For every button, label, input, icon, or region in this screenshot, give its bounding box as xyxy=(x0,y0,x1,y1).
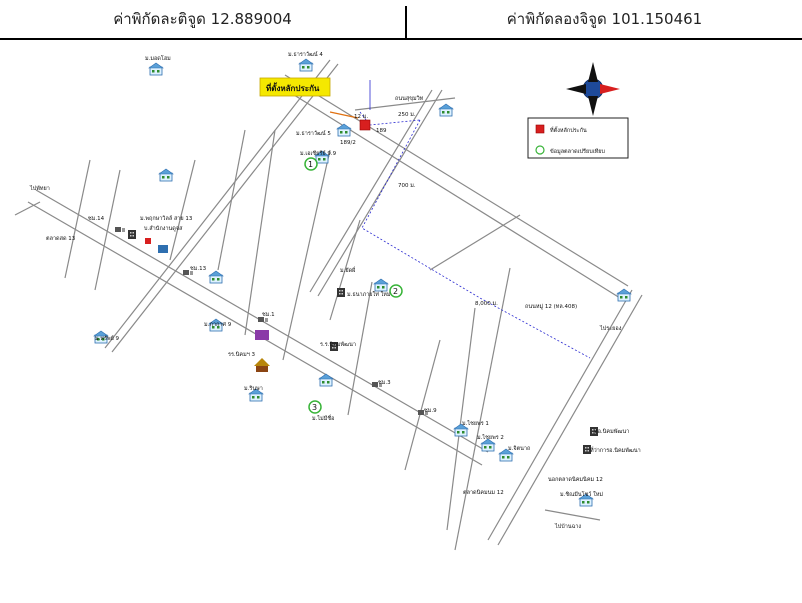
place-label: ม.ชิณมีนโชว์ ใหม่ xyxy=(560,490,603,498)
collateral-location[interactable]: 189 189/2 xyxy=(340,119,387,146)
place-label: ชม.3 xyxy=(378,379,391,386)
temple-icon xyxy=(254,358,270,366)
place-label: ม.ภากาศ 9 xyxy=(204,321,232,328)
place-label: ไปบ้านฉาง xyxy=(554,523,581,530)
place-label: ม.ไม่มีชื่อ xyxy=(312,414,334,422)
school-icon xyxy=(128,230,136,239)
distance-label-12: 12 ม. xyxy=(354,114,368,120)
house-icon xyxy=(318,373,334,387)
place-label: ม.มอดโฮม xyxy=(145,54,171,62)
distance-lines: 250 ม. 700 ม. 8,000 ม. 12 ม. xyxy=(329,80,591,359)
place-label: ถนนสุขุมวิท xyxy=(395,95,424,102)
place-label: ม.ทรัพย์ 9 xyxy=(95,335,120,342)
house-icon xyxy=(336,123,352,137)
place-label: ม.ไชยพร 2 xyxy=(477,434,504,441)
gas-station-icon xyxy=(115,227,125,232)
place-label: ชม.1 xyxy=(262,311,275,318)
distance-label-8000: 8,000 ม. xyxy=(475,301,498,307)
coordinates-header: ค่าพิกัดละติจูด 12.889004 ค่าพิกัดลองจิจ… xyxy=(0,0,802,40)
place-label: ม.เอเชียรีย์ 9.9 xyxy=(300,150,337,157)
place-label: ม.จิตนาถ xyxy=(508,445,530,452)
house-icon xyxy=(158,168,174,182)
place-label: ม.ธาราวัฒน์ 4 xyxy=(288,51,323,58)
landmark-icons xyxy=(115,227,598,454)
legend-comparison-swatch xyxy=(535,145,545,155)
callout-label: ที่ตั้งหลักประกัน xyxy=(266,82,320,93)
legend-collateral-swatch xyxy=(535,124,545,134)
plot-189-label: 189 xyxy=(376,128,387,134)
latitude-label: ค่าพิกัดละติจูด 12.889004 xyxy=(113,10,292,28)
place-label: ม.รินษา xyxy=(244,385,263,392)
marker-3-label: 3 xyxy=(312,403,317,412)
place-label: นอกตลาดนิคมนิคม 12 xyxy=(548,476,603,483)
house-icon xyxy=(373,278,389,292)
comparison-marker-1 xyxy=(304,157,318,171)
house-icon xyxy=(438,103,454,117)
legend: ที่ตั้งหลักประกัน ข้อมูลตลาดเปรียบเทียบ xyxy=(527,117,629,159)
place-label: ชม.13 xyxy=(190,265,207,272)
marker-2-label: 2 xyxy=(393,287,398,296)
place-label: ตลาดสด 13 xyxy=(46,235,76,242)
place-label: ม.ยัดผี่ xyxy=(340,266,355,274)
place-label: ซม.9 xyxy=(424,407,437,414)
collateral-callout[interactable]: ที่ตั้งหลักประกัน xyxy=(259,77,331,97)
school-icon xyxy=(337,288,345,297)
place-label: รร.นิคมฯ 3 xyxy=(228,351,256,358)
place-label: ม.ไชยพร 1 xyxy=(462,420,489,427)
place-label: ไปพัทยา xyxy=(29,185,50,192)
marker-1-label: 1 xyxy=(308,160,313,169)
house-icon xyxy=(616,288,632,302)
legend-comparison-label: ข้อมูลตลาดเปรียบเทียบ xyxy=(550,148,605,155)
place-label: ไประยอง xyxy=(599,325,622,332)
place-label: ซม.14 xyxy=(88,215,105,222)
place-label: ม.ธนาภายใท่ ใหม่ xyxy=(347,291,391,298)
house-icon xyxy=(148,62,164,76)
distance-label-700: 700 ม. xyxy=(398,183,416,189)
longitude-label: ค่าพิกัดลองจิจูด 101.150461 xyxy=(506,10,703,28)
place-labels: ม.ธาราวัฒน์ 4 ม.ธาราวัฒน์ 5 ม.เอเชียรีย์… xyxy=(29,51,641,530)
flag-icon xyxy=(158,245,168,253)
place-label: ร.ร.นิคมพัฒนา xyxy=(320,341,356,348)
place-label: หอ.นิคมพัฒนา xyxy=(594,428,629,435)
legend-collateral-label: ที่ตั้งหลักประกัน xyxy=(550,126,587,134)
road-network xyxy=(14,59,643,551)
house-icon xyxy=(208,270,224,284)
comparison-markers[interactable]: 1 2 3 xyxy=(304,157,403,414)
distance-label-250: 250 ม. xyxy=(398,112,416,118)
plot-189-2-label: 189/2 xyxy=(340,140,356,146)
comparison-marker-2 xyxy=(389,284,403,298)
place-label: ถนนหมู่ 12 (ทล.408) xyxy=(525,304,577,310)
place-label: ที่ว่าการอ.นิคมพัฒนา xyxy=(590,446,641,454)
compass-icon xyxy=(566,62,620,116)
place-label: ตลาดนิคมนม 12 xyxy=(463,489,504,496)
header-divider xyxy=(405,6,407,38)
place-label: ม.พฤกษาวิลล์ สาย 13 xyxy=(140,215,193,222)
place-label: ม.ธาราวัฒน์ 5 xyxy=(296,130,331,137)
location-map[interactable]: 250 ม. 700 ม. 8,000 ม. 12 ม. ที่ตั้งหลัก… xyxy=(0,40,802,603)
place-label: บ.สำนักงานดูจส xyxy=(144,225,183,232)
hospital-icon xyxy=(145,238,151,244)
house-icon xyxy=(298,58,314,72)
comparison-marker-3 xyxy=(308,400,322,414)
temple-icon xyxy=(255,330,269,340)
